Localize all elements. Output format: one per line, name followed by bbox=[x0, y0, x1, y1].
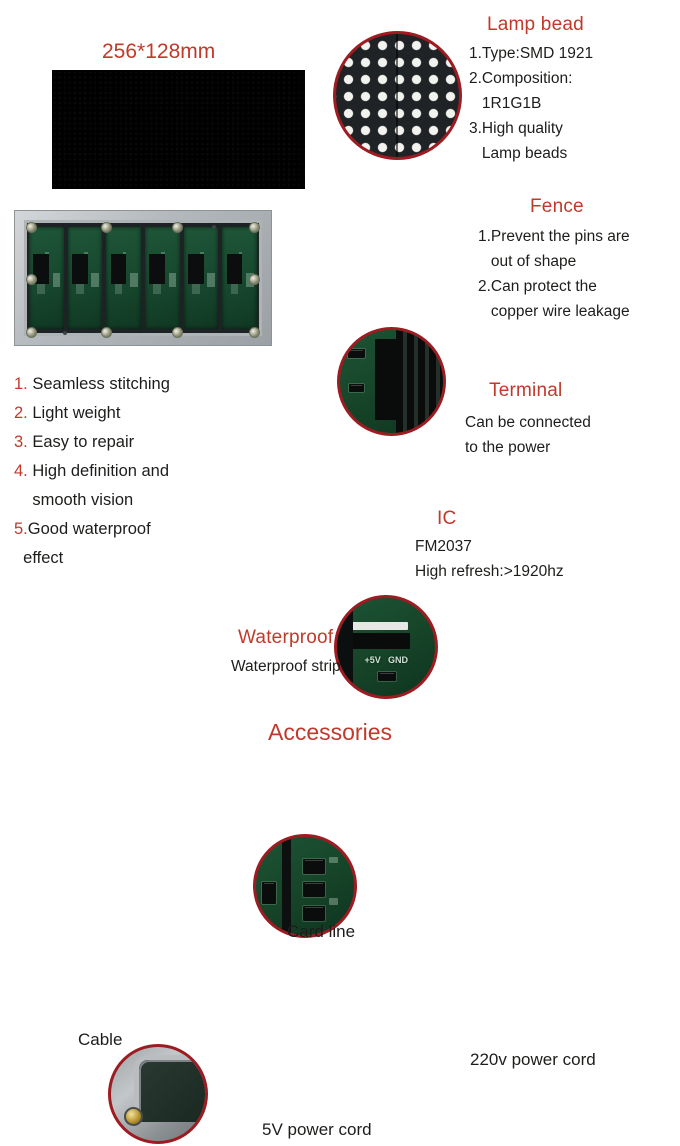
lamp-bead-item: 1.Type:SMD 1921 bbox=[469, 45, 594, 62]
feature-number: 1. bbox=[14, 375, 28, 393]
ic-chip bbox=[303, 858, 325, 875]
module-pcb-section bbox=[106, 227, 142, 329]
terminal-black-connector bbox=[348, 633, 410, 649]
ic-desc-list: FM2037 High refresh:>1920hz bbox=[415, 534, 645, 584]
ic-chip bbox=[303, 905, 325, 922]
fence-item: out of shape bbox=[478, 253, 577, 270]
feature-text: Good waterproof bbox=[27, 520, 151, 538]
lamp-bead-heading: Lamp bead bbox=[487, 14, 584, 35]
feature-number: 5. bbox=[14, 520, 28, 538]
fence-pcb-chip bbox=[348, 348, 365, 358]
feature-item: 5.Good waterproof bbox=[14, 515, 264, 544]
ic-board-gap bbox=[282, 837, 292, 935]
feature-text: High definition and bbox=[27, 462, 170, 480]
waterproof-desc-list: Waterproof strip bbox=[231, 654, 471, 679]
terminal-white-header bbox=[350, 621, 408, 631]
module-pin-hole-icon bbox=[63, 331, 67, 335]
module-pcb-section bbox=[183, 227, 219, 329]
ic-chip bbox=[261, 882, 276, 904]
waterproof-brass-screw-icon bbox=[124, 1106, 144, 1126]
module-screw-icon bbox=[26, 274, 37, 285]
fence-heading: Fence bbox=[530, 196, 584, 217]
module-screw-icon bbox=[101, 327, 112, 338]
module-pcb-section bbox=[145, 227, 180, 329]
fence-bar-pattern bbox=[395, 330, 443, 433]
module-inner-cavity bbox=[24, 220, 262, 336]
lamp-mask-seam bbox=[396, 34, 398, 157]
feature-text: effect bbox=[14, 549, 64, 567]
ic-silk-mark bbox=[328, 897, 339, 905]
module-pcb-section bbox=[67, 227, 103, 329]
feature-item: 4. High definition and bbox=[14, 457, 264, 486]
terminal-heading: Terminal bbox=[489, 380, 563, 401]
feature-list: 1. Seamless stitching 2. Light weight 3.… bbox=[14, 370, 264, 573]
ic-closeup-circle bbox=[253, 834, 357, 938]
feature-number: 3. bbox=[14, 433, 28, 451]
feature-item: 2. Light weight bbox=[14, 399, 264, 428]
feature-text: Easy to repair bbox=[27, 433, 135, 451]
module-screw-icon bbox=[101, 222, 112, 233]
module-pin-hole-icon bbox=[212, 225, 216, 229]
waterproof-line: Waterproof strip bbox=[231, 658, 341, 675]
terminal-silk-5v: +5V bbox=[364, 654, 381, 665]
feature-text: Light weight bbox=[27, 404, 121, 422]
feature-number: 4. bbox=[14, 462, 28, 480]
lamp-bead-item: 3.High quality bbox=[469, 120, 563, 137]
module-screw-icon bbox=[172, 327, 183, 338]
fence-closeup-circle bbox=[337, 327, 446, 436]
waterproof-closeup-circle bbox=[108, 1044, 208, 1144]
module-screw-icon bbox=[249, 222, 260, 233]
accessory-label-card-line: Card line bbox=[287, 922, 356, 941]
terminal-edge-shadow bbox=[337, 598, 353, 696]
terminal-line: Can be connected bbox=[465, 414, 591, 431]
feature-item: 3. Easy to repair bbox=[14, 428, 264, 457]
module-screw-icon bbox=[26, 327, 37, 338]
fence-spec-list: 1.Prevent the pins are out of shape 2.Ca… bbox=[478, 224, 678, 324]
feature-item: effect bbox=[14, 544, 264, 573]
accessory-label-220v-power-cord: 220v power cord bbox=[470, 1050, 596, 1069]
accessory-label-5v-power-cord: 5V power cord bbox=[262, 1120, 372, 1139]
ic-line: High refresh:>1920hz bbox=[415, 563, 564, 580]
feature-number: 2. bbox=[14, 404, 28, 422]
waterproof-strip-groove bbox=[139, 1060, 205, 1115]
terminal-desc-list: Can be connected to the power bbox=[465, 410, 665, 460]
led-panel-front-photo bbox=[52, 70, 305, 189]
ic-silk-mark bbox=[328, 856, 339, 864]
led-module-back-photo bbox=[14, 210, 272, 346]
feature-item: 1. Seamless stitching bbox=[14, 370, 264, 399]
lamp-bead-closeup-circle bbox=[333, 31, 462, 160]
fence-item: 2.Can protect the bbox=[478, 278, 597, 295]
fence-item: copper wire leakage bbox=[478, 303, 630, 320]
accessories-heading: Accessories bbox=[268, 719, 392, 745]
feature-text: Seamless stitching bbox=[27, 375, 170, 393]
module-screw-icon bbox=[172, 222, 183, 233]
feature-text: smooth vision bbox=[14, 491, 134, 509]
terminal-pcb-chip bbox=[378, 672, 396, 682]
lamp-bead-item: 1R1G1B bbox=[469, 95, 542, 112]
ic-heading: IC bbox=[437, 508, 457, 529]
terminal-silk-gnd: GND bbox=[387, 654, 408, 665]
fence-pcb-chip bbox=[349, 383, 364, 392]
lamp-bead-item: 2.Composition: bbox=[469, 70, 573, 87]
fence-item: 1.Prevent the pins are bbox=[478, 228, 630, 245]
fence-connector-icon bbox=[375, 339, 398, 420]
module-screw-icon bbox=[26, 222, 37, 233]
lamp-bead-item: Lamp beads bbox=[469, 145, 568, 162]
module-screw-icon bbox=[249, 274, 260, 285]
ic-line: FM2037 bbox=[415, 538, 472, 555]
feature-item: smooth vision bbox=[14, 486, 264, 515]
waterproof-heading: Waterproof bbox=[238, 627, 334, 648]
ic-chip bbox=[303, 882, 325, 897]
lamp-bead-spec-list: 1.Type:SMD 1921 2.Composition: 1R1G1B 3.… bbox=[469, 41, 679, 166]
terminal-line: to the power bbox=[465, 439, 551, 456]
terminal-closeup-circle: +5V GND bbox=[334, 595, 438, 699]
module-screw-icon bbox=[249, 327, 260, 338]
accessory-label-cable: Cable bbox=[78, 1030, 123, 1049]
panel-size-label: 256*128mm bbox=[102, 40, 216, 63]
